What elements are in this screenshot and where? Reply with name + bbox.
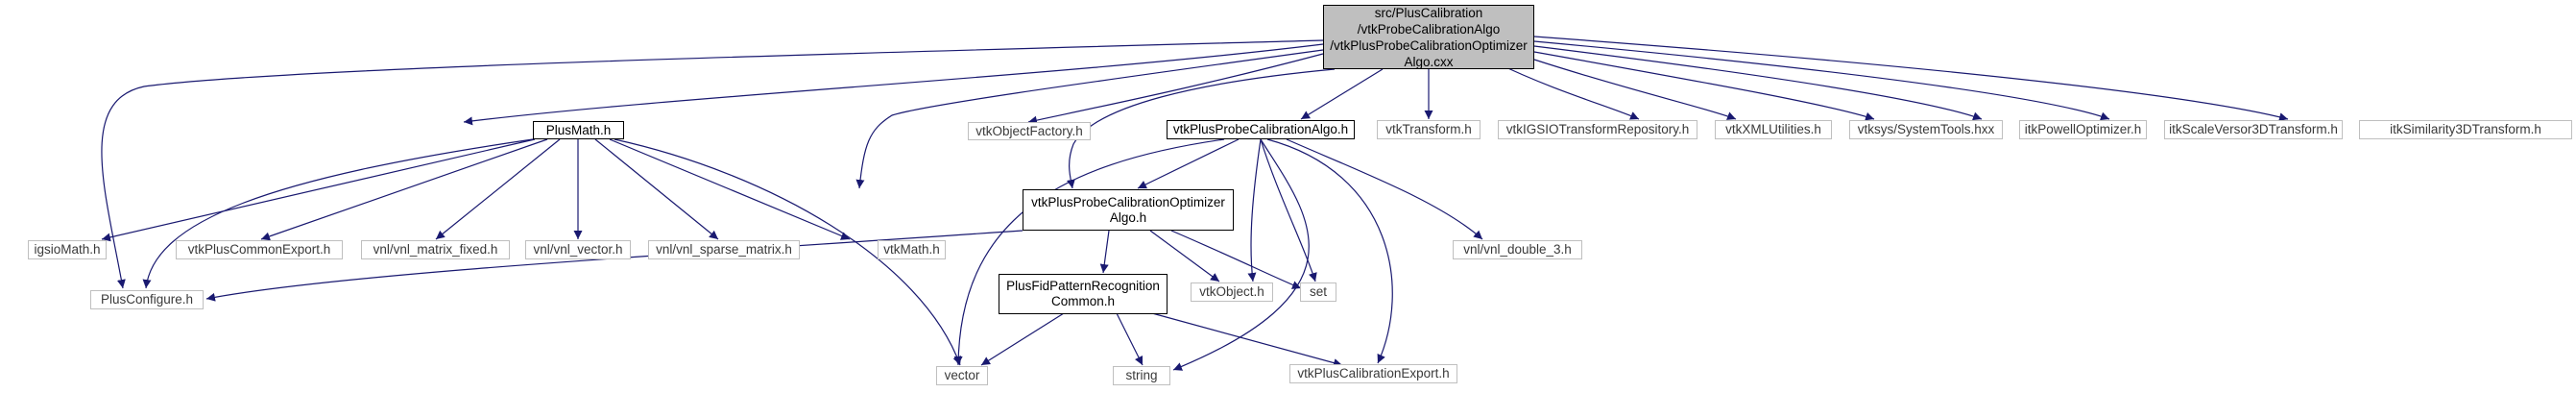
node-label: vtkTransform.h <box>1385 122 1472 136</box>
edge-root-vtkigsio <box>1497 62 1640 120</box>
node-label: itkPowellOptimizer.h <box>2024 122 2142 136</box>
edge-plusmath-vtkpluscommonexport <box>260 138 548 241</box>
node-label: PlusMath.h <box>545 122 612 137</box>
node-itkpowelloptimizer[interactable]: itkPowellOptimizer.h <box>2019 120 2147 139</box>
node-vtkmath[interactable]: vtkMath.h <box>878 240 946 259</box>
node-vector[interactable]: vector <box>936 366 988 385</box>
node-itksimilarity3dtransform[interactable]: itkSimilarity3DTransform.h <box>2359 120 2572 139</box>
edge-plusmath-igsiomath <box>101 138 536 242</box>
node-label: string <box>1125 368 1158 382</box>
node-label: vtkIGSIOTransformRepository.h <box>1505 122 1690 136</box>
node-vtkigsiotransformrepository[interactable]: vtkIGSIOTransformRepository.h <box>1498 120 1697 139</box>
edge-plusmath-vtkmath <box>609 138 851 240</box>
root-line-4: Algo.cxx <box>1404 54 1454 69</box>
node-root-file[interactable]: src/PlusCalibration /vtkProbeCalibration… <box>1323 5 1534 69</box>
edge-root-vtkobjectfactory <box>1027 53 1324 125</box>
edge-root-optimizer <box>1066 68 1336 189</box>
node-vtkobject[interactable]: vtkObject.h <box>1191 282 1273 302</box>
node-label: vnl/vnl_sparse_matrix.h <box>656 242 792 257</box>
node-vnl-double-3[interactable]: vnl/vnl_double_3.h <box>1453 240 1582 259</box>
edge-optimizer-plusfidpattern <box>1099 230 1110 274</box>
edge-plusmath-plusconfigure <box>142 138 534 289</box>
node-string[interactable]: string <box>1113 366 1170 385</box>
node-label: vtkPlusProbeCalibrationAlgo.h <box>1172 122 1349 136</box>
node-vnl-vector[interactable]: vnl/vnl_vector.h <box>525 240 631 259</box>
node-label: vtkXMLUtilities.h <box>1725 122 1821 136</box>
node-vnl-matrix-fixed[interactable]: vnl/vnl_matrix_fixed.h <box>361 240 510 259</box>
node-label: vtkPlusCalibrationExport.h <box>1297 366 1450 381</box>
edge-algo-vector <box>953 138 1225 366</box>
node-label-line-1: vtkPlusProbeCalibrationOptimizer <box>1031 194 1225 209</box>
node-label: vnl/vnl_double_3.h <box>1463 242 1572 257</box>
edge-algo-vnl-double-3 <box>1286 138 1483 240</box>
node-vtkpluscalibrationexport[interactable]: vtkPlusCalibrationExport.h <box>1289 364 1457 383</box>
edge-optimizer-set <box>1170 230 1302 289</box>
edge-optimizer-vtkobject <box>1149 230 1220 282</box>
edge-root-plusconfigure <box>101 39 1324 289</box>
node-set[interactable]: set <box>1300 282 1336 302</box>
node-vtkplusprobecalibrationalgo[interactable]: vtkPlusProbeCalibrationAlgo.h <box>1167 120 1355 139</box>
root-line-3: /vtkPlusProbeCalibrationOptimizer <box>1330 37 1528 53</box>
edge-plusfidpattern-string <box>1116 312 1144 366</box>
node-label: vnl/vnl_vector.h <box>533 242 623 257</box>
node-vnl-sparse-matrix[interactable]: vnl/vnl_sparse_matrix.h <box>648 240 800 259</box>
node-label: set <box>1309 284 1327 299</box>
node-label: itkSimilarity3DTransform.h <box>2390 122 2541 136</box>
edge-root-itkscaleversor <box>1533 40 2110 121</box>
node-label: vtksys/SystemTools.hxx <box>1857 122 1995 136</box>
edge-plusmath-vnl-sparse-matrix <box>594 138 719 240</box>
node-vtksys-systemtools[interactable]: vtksys/SystemTools.hxx <box>1849 120 2003 139</box>
node-label: vtkMath.h <box>883 242 940 257</box>
edge-plusfidpattern-vector <box>980 312 1065 366</box>
node-itkscaleversor3dtransform[interactable]: itkScaleVersor3DTransform.h <box>2164 120 2343 139</box>
node-label: igsioMath.h <box>34 242 101 257</box>
edge-root-plusmath <box>463 43 1324 126</box>
node-vtktransform[interactable]: vtkTransform.h <box>1377 120 1481 139</box>
node-label: PlusConfigure.h <box>100 292 194 307</box>
edge-root-itksimilarity <box>1533 36 2289 122</box>
node-plusconfigure[interactable]: PlusConfigure.h <box>90 290 204 309</box>
node-plusmath[interactable]: PlusMath.h <box>533 121 624 139</box>
edge-optimizer-plusconfigure <box>205 230 1023 302</box>
node-label-line-2: Common.h <box>1050 294 1116 308</box>
node-igsiomath[interactable]: igsioMath.h <box>28 240 107 259</box>
edge-plusmath-vnl-matrix-fixed <box>435 138 561 240</box>
node-plusfidpatternrecognitioncommon[interactable]: PlusFidPatternRecognition Common.h <box>999 274 1168 314</box>
edge-root-systemtools <box>1533 51 1875 121</box>
node-vtkxmlutilities[interactable]: vtkXMLUtilities.h <box>1715 120 1832 139</box>
edge-algo-set <box>1260 138 1317 282</box>
node-label: vector <box>944 368 980 382</box>
edge-plusmath-vector <box>614 138 962 366</box>
edge-algo-optimizer <box>1137 138 1240 189</box>
edge-algo-vtkobject <box>1247 138 1262 282</box>
node-vtkobjectfactory[interactable]: vtkObjectFactory.h <box>968 122 1091 140</box>
root-line-2: /vtkProbeCalibrationAlgo <box>1357 21 1501 37</box>
root-line-1: src/PlusCalibration <box>1374 5 1483 20</box>
node-label-line-2: Algo.h <box>1109 209 1147 225</box>
edge-root-vtkmath <box>855 49 1324 189</box>
node-label: vtkPlusCommonExport.h <box>187 242 331 257</box>
edge-algo-string <box>1172 138 1310 371</box>
node-label-line-1: PlusFidPatternRecognition <box>1006 279 1160 293</box>
edge-algo-calibrationexport <box>1266 138 1393 364</box>
edge-root-vtkplusprobecalibrationalgo <box>1300 68 1384 120</box>
edge-root-vtkxmlutilities <box>1533 59 1737 120</box>
node-vtkplusprobecalibrationoptimizeralgo-h[interactable]: vtkPlusProbeCalibrationOptimizer Algo.h <box>1023 189 1234 231</box>
edge-plusfidpattern-calibrationexport <box>1151 312 1343 367</box>
node-label: itkScaleVersor3DTransform.h <box>2169 122 2338 136</box>
node-vtkpluscommonexport[interactable]: vtkPlusCommonExport.h <box>176 240 343 259</box>
node-label: vtkObject.h <box>1199 284 1264 299</box>
node-label: vtkObjectFactory.h <box>975 123 1083 138</box>
node-label: vnl/vnl_matrix_fixed.h <box>373 242 498 257</box>
edge-root-itkpowell <box>1533 45 1983 121</box>
